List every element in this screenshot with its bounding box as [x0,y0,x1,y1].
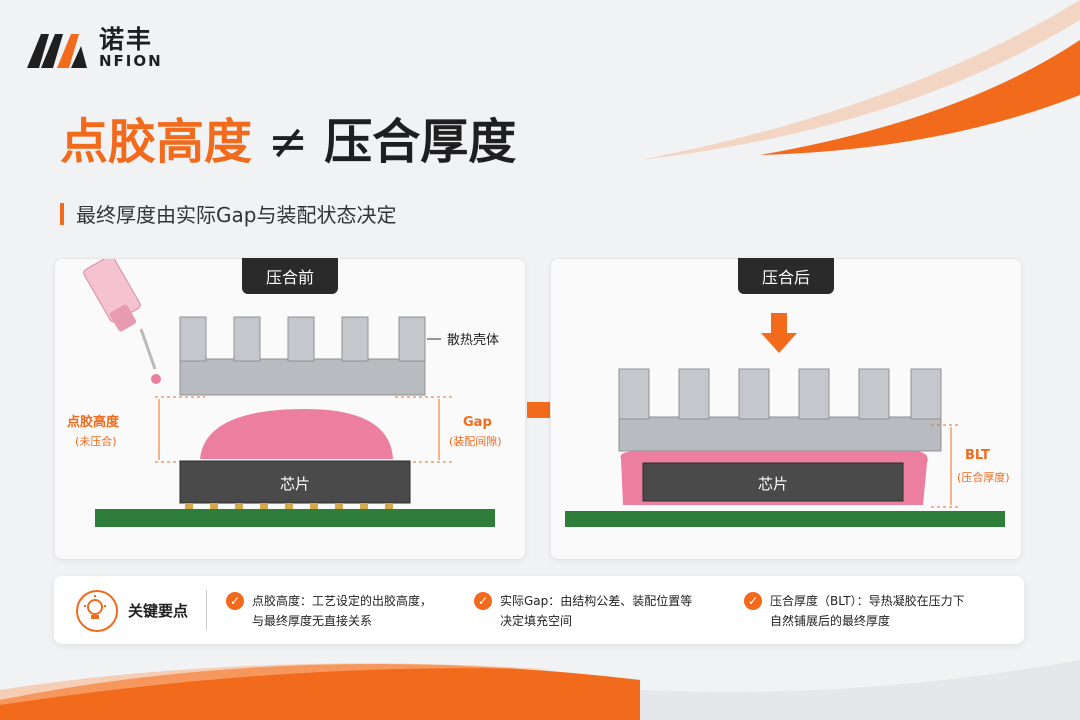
chip [179,460,411,504]
not-equal-symbol: ≠ [268,114,309,170]
chip-label-after: 芯片 [758,475,788,493]
key-point-3-line2: 自然铺展后的最终厚度 [770,614,891,628]
dispense-height-label: 点胶高度 [67,414,120,430]
tag-after-press: 压合后 [737,258,835,294]
dispense-height-sub: (未压合) [75,434,117,448]
chip-label: 芯片 [280,475,310,493]
tag-before-press: 压合前 [241,258,339,294]
heatsink-label: 散热壳体 [447,333,499,348]
blt-label: BLT [965,448,990,463]
key-point-2-line1: 实际Gap：由结构公差、装配位置等 [500,594,693,608]
key-points-title: 关键要点 [128,602,189,620]
gap-label: Gap [463,415,492,430]
key-point-1-line1: 点胶高度：工艺设定的出胶高度， [252,594,433,608]
key-point-1-line2: 与最终厚度无直接关系 [252,614,373,628]
title-part1: 点胶高度 [60,114,253,170]
heatsink-top-icon [179,316,426,396]
check-icon: ✓ [226,592,244,610]
subtitle-accent-bar [60,202,64,225]
heatsink-pressed-icon [618,368,942,452]
nfion-logo-icon [27,34,87,68]
key-point-1: ✓ 点胶高度：工艺设定的出胶高度， 与最终厚度无直接关系 [226,591,456,631]
brand-logo: 诺丰 NFION [27,27,163,69]
before-press-illustration: 散热壳体 点胶高度 (未压合) Gap (装配间隙) 芯片 [67,259,502,527]
key-points-box: 关键要点 ✓ 点胶高度：工艺设定的出胶高度， 与最终厚度无直接关系 ✓ 实际Ga… [54,576,1024,644]
brand-name-cn: 诺丰 [99,25,154,54]
key-point-2-line2: 决定填充空间 [500,614,573,628]
syringe-icon [83,259,161,384]
panel-before-press: 散热壳体 点胶高度 (未压合) Gap (装配间隙) 芯片 压合前 [54,258,526,560]
divider [206,590,207,630]
check-icon: ✓ [474,592,492,610]
lightbulb-icon [76,590,118,632]
press-arrow-down-icon [761,313,797,353]
pcb-board [565,511,1005,527]
pcb-board [95,509,495,527]
key-point-2: ✓ 实际Gap：由结构公差、装配位置等 决定填充空间 [474,591,724,631]
page-title: 点胶高度 ≠ 压合厚度 [60,112,516,172]
subtitle: 最终厚度由实际Gap与装配状态决定 [60,199,396,228]
chip [642,462,904,502]
after-press-illustration: 芯片 BLT (压合厚度) [565,313,1010,527]
brand-name-en: NFION [99,52,163,70]
blt-sub: (压合厚度) [957,470,1010,484]
title-part2: 压合厚度 [324,114,517,170]
key-point-3: ✓ 压合厚度（BLT）：导热凝胶在压力下 自然铺展后的最终厚度 [744,591,1014,631]
gap-sub: (装配间隙) [449,434,502,448]
gel-blob [200,409,393,459]
subtitle-text: 最终厚度由实际Gap与装配状态决定 [76,203,397,227]
key-point-3-line1: 压合厚度（BLT）：导热凝胶在压力下 [770,594,965,608]
pcb-pins [185,503,393,509]
check-icon: ✓ [744,592,762,610]
panel-after-press: 芯片 BLT (压合厚度) 压合后 [550,258,1022,560]
